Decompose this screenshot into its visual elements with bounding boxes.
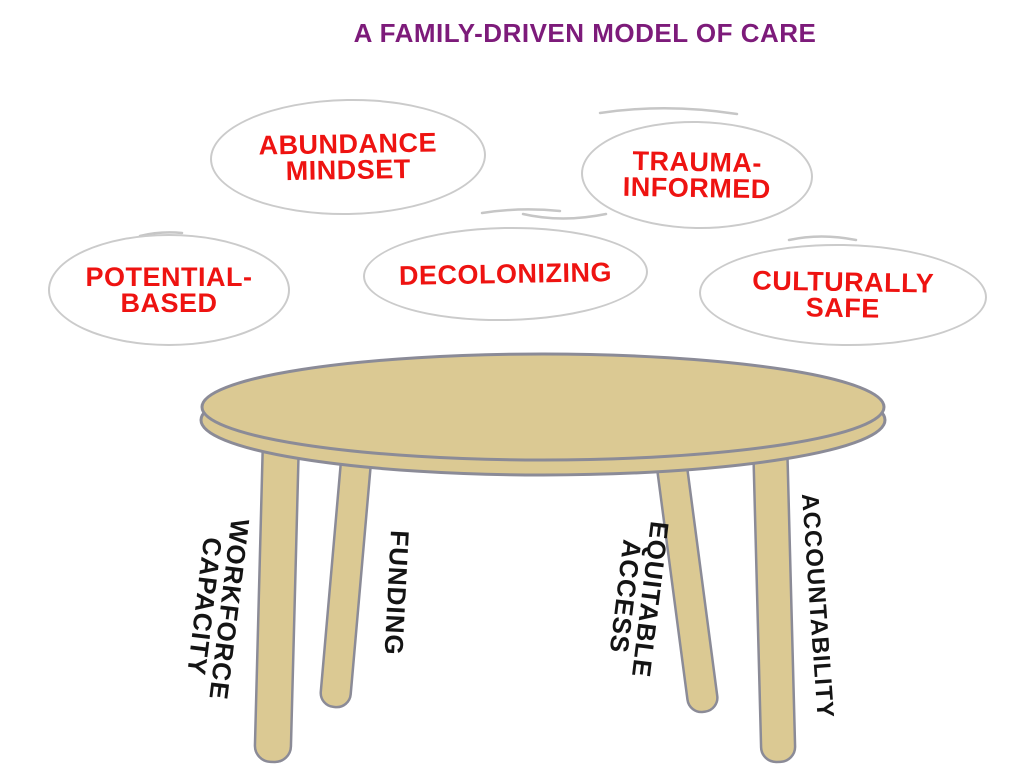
- bubble-label: CULTURALLY SAFE: [751, 264, 935, 324]
- bubble-label: ABUNDANCE MINDSET: [258, 126, 438, 187]
- bubble-label: POTENTIAL- BASED: [85, 261, 253, 318]
- pen-stroke: [787, 235, 858, 242]
- bubble-potential-based: POTENTIAL- BASED: [48, 234, 290, 346]
- pen-stroke: [521, 212, 608, 220]
- leg-label-funding: FUNDING: [378, 529, 415, 657]
- table-legs: [253, 436, 797, 764]
- table-top: [200, 352, 886, 462]
- pen-stroke: [598, 107, 739, 116]
- pen-stroke: [480, 208, 562, 215]
- bubble-label: TRAUMA- INFORMED: [622, 145, 772, 205]
- table-leg-1: [253, 436, 300, 764]
- page-title: A FAMILY-DRIVEN MODEL OF CARE: [353, 18, 817, 48]
- table-leg-4: [752, 436, 797, 764]
- bubble-label: DECOLONIZING: [398, 256, 613, 291]
- table-leg-2: [319, 448, 373, 709]
